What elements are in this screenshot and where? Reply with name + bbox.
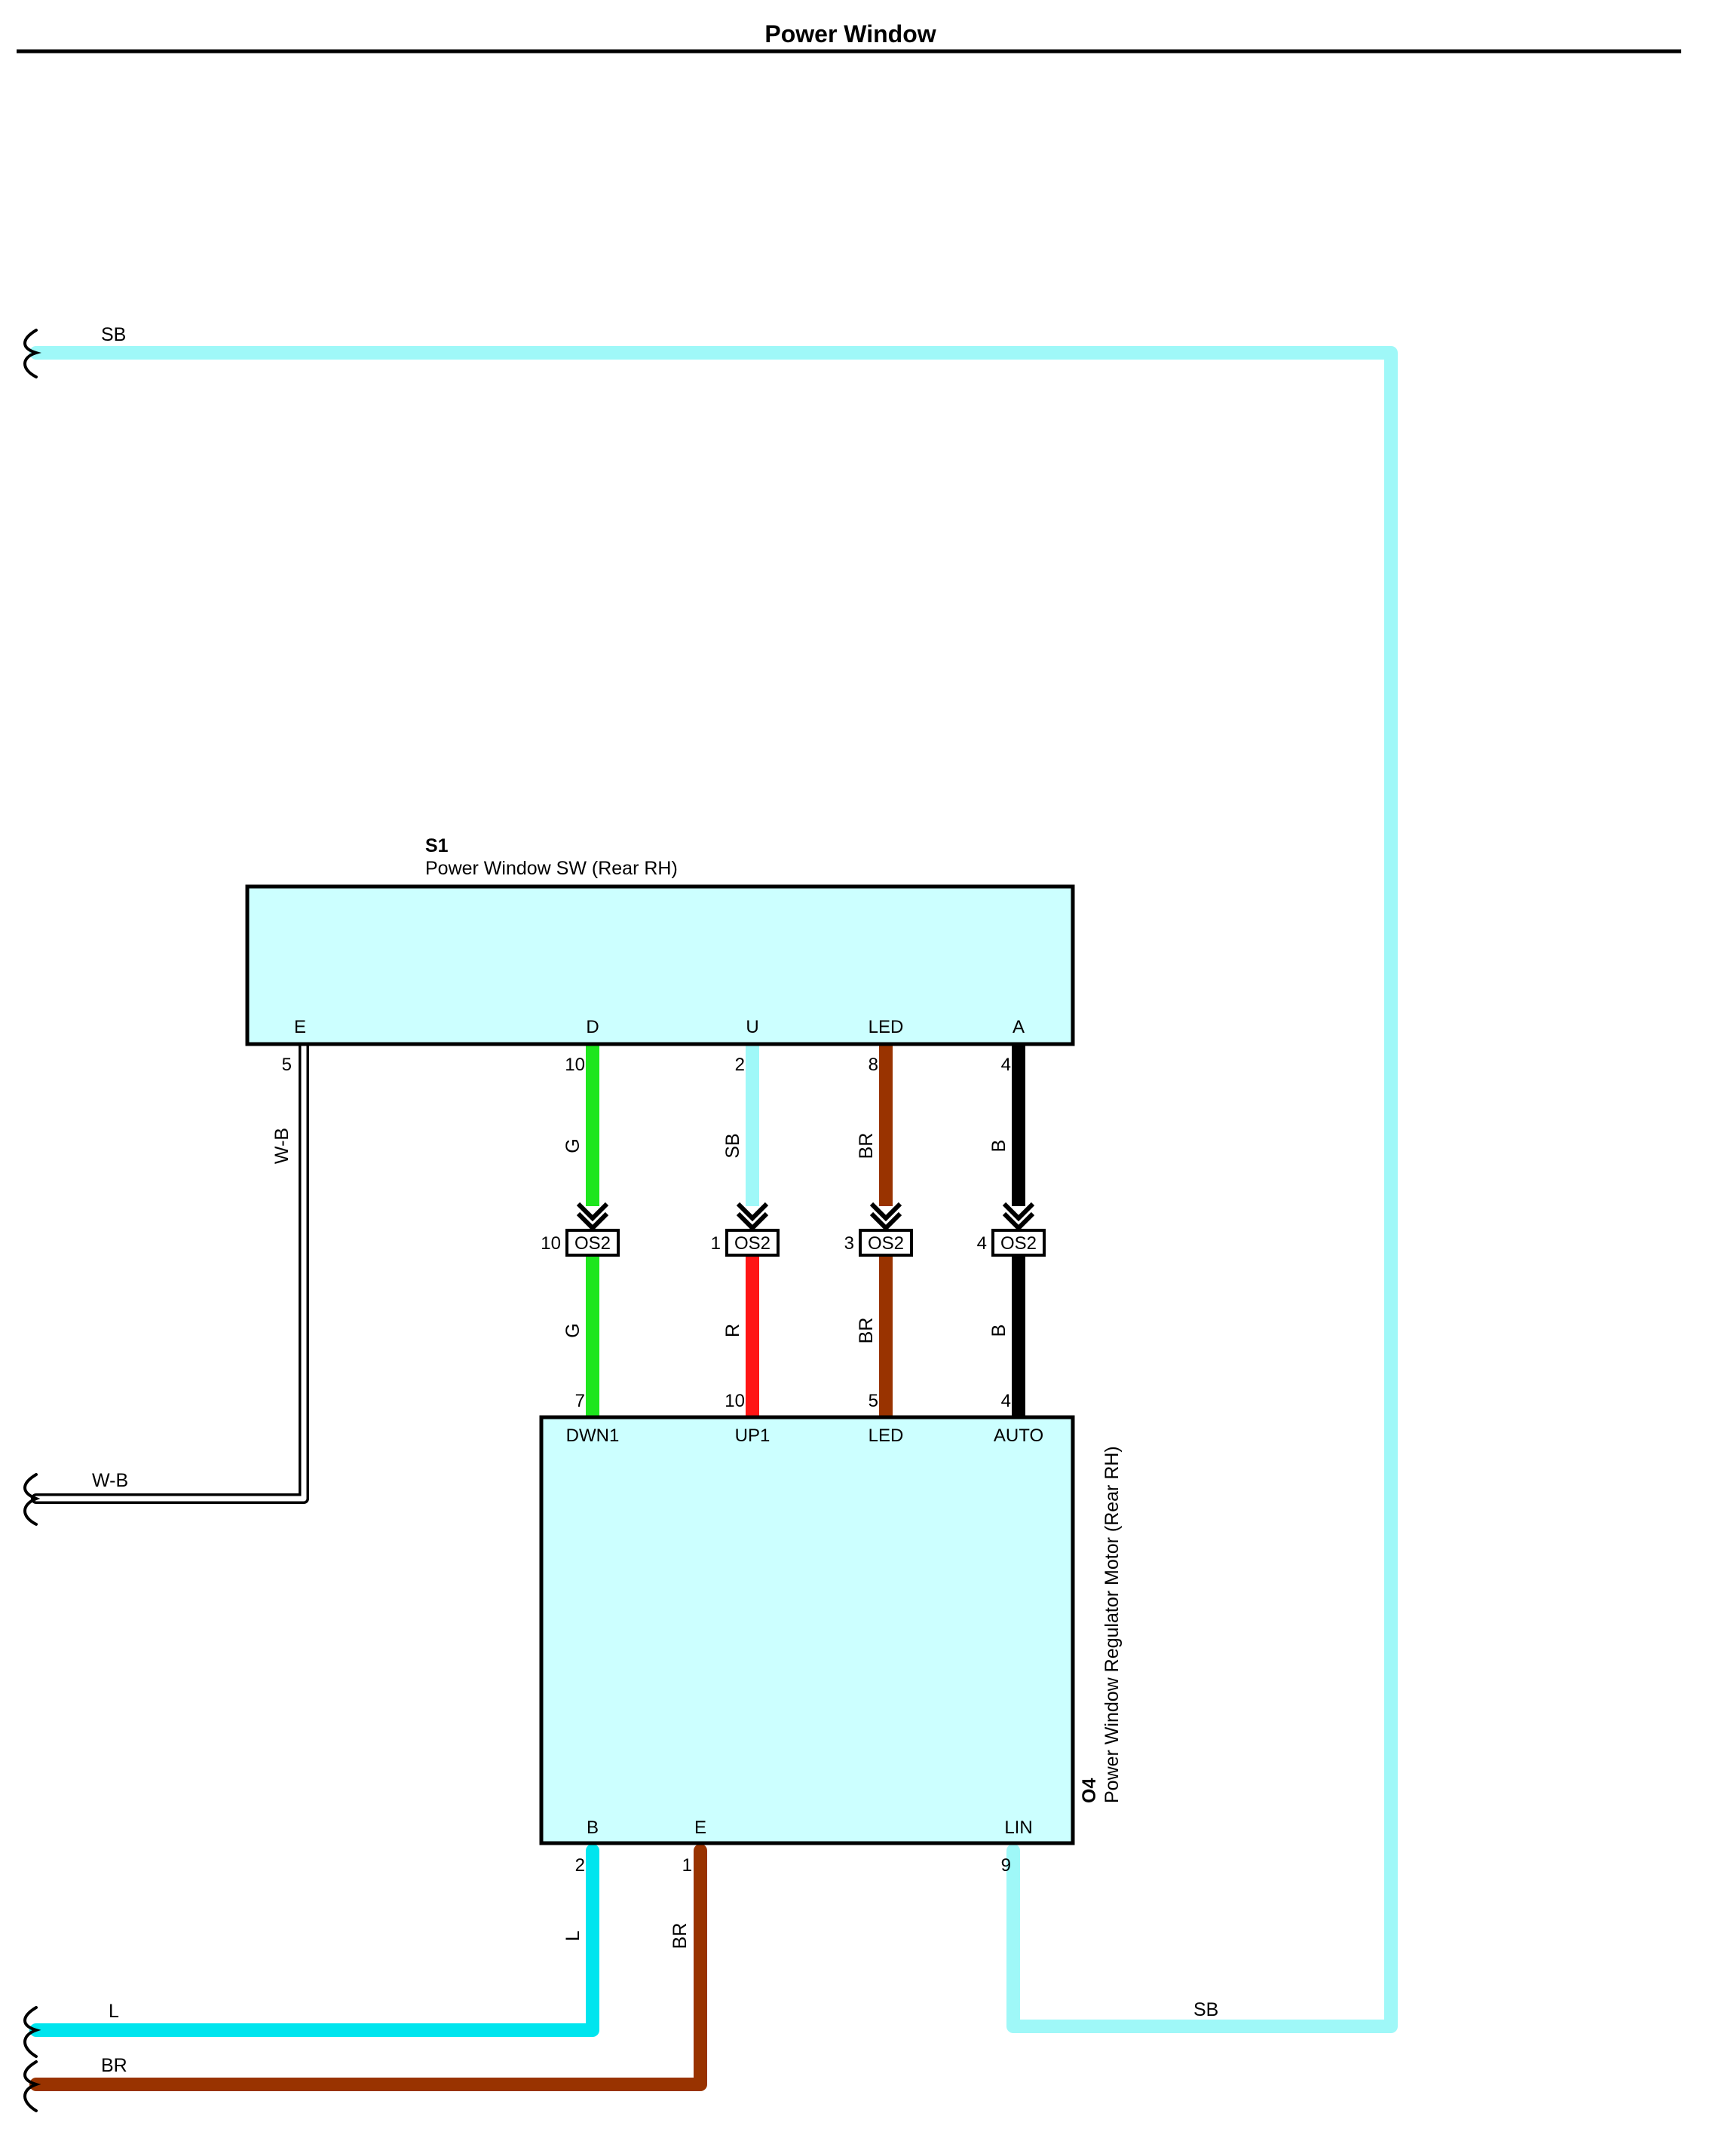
- wire-label-r-lower: R: [722, 1324, 743, 1337]
- component-o4: 7 10 5 4 DWN1 UP1 LED AUTO B E LIN 2 1 9…: [539, 1391, 1123, 1876]
- wire-label-sb-lin: SB: [1193, 1999, 1218, 2020]
- wire-label-l-vertical: L: [562, 1931, 584, 1941]
- o4-terminal-led: LED: [869, 1426, 904, 1446]
- os2-box-3: [859, 1229, 913, 1257]
- s1-terminal-e: E: [294, 1017, 306, 1037]
- os2-label-3: OS2: [868, 1233, 904, 1254]
- o4-pin-lin: 9: [1001, 1855, 1011, 1876]
- break-sb: [23, 329, 41, 378]
- os2-pin-3: 3: [844, 1233, 854, 1254]
- s1-terminal-led: LED: [869, 1017, 904, 1037]
- wire-label-wb-vertical: W-B: [271, 1128, 293, 1164]
- chevron-icons: [576, 1202, 1035, 1232]
- wire-label-b-upper: B: [988, 1140, 1009, 1153]
- o4-pin-e: 1: [682, 1855, 692, 1876]
- wire-label-g-upper: G: [562, 1138, 584, 1153]
- o4-pin-dwn1: 7: [575, 1391, 585, 1411]
- o4-box: [539, 1415, 1075, 1845]
- o4-terminal-b: B: [587, 1818, 599, 1838]
- s1-terminal-u: U: [746, 1017, 758, 1037]
- os2-label-4: OS2: [1000, 1233, 1037, 1254]
- s1-code: S1: [425, 835, 449, 856]
- wire-label-g-lower: G: [562, 1323, 584, 1337]
- s1-pin-d: 10: [565, 1055, 585, 1075]
- o4-terminal-up1: UP1: [735, 1426, 770, 1446]
- wire-break-symbols: [23, 329, 41, 2112]
- o4-terminal-auto: AUTO: [994, 1426, 1043, 1446]
- os2-label-1: OS2: [574, 1233, 611, 1254]
- o4-terminal-dwn1: DWN1: [566, 1426, 620, 1446]
- wire-label-sb-upper: SB: [722, 1133, 743, 1158]
- s1-pin-led: 8: [869, 1055, 878, 1075]
- wire-label-b-lower: B: [988, 1325, 1009, 1337]
- connectors-os2: OS2 OS2 OS2 OS2 10 1 3 4: [541, 1202, 1046, 1257]
- wire-labels: SB W-B L BR SB W-B G SB BR B G R BR B L …: [92, 324, 1218, 2076]
- wire-label-br-lower: BR: [856, 1318, 877, 1344]
- s1-pin-e: 5: [282, 1055, 292, 1075]
- os2-pin-2: 1: [711, 1233, 721, 1254]
- wire-label-sb-top: SB: [101, 324, 126, 345]
- os2-box-1: [565, 1229, 620, 1257]
- page-title: Power Window: [764, 20, 936, 47]
- wire-label-l: L: [109, 2001, 119, 2022]
- s1-pin-u: 2: [735, 1055, 745, 1075]
- os2-pin-1: 10: [541, 1233, 561, 1254]
- wire-label-br-upper: BR: [856, 1133, 877, 1159]
- os2-label-2: OS2: [734, 1233, 770, 1254]
- o4-name: Power Window Regulator Motor (Rear RH): [1101, 1446, 1123, 1803]
- break-l: [23, 2006, 41, 2058]
- wire-br-bottom: [29, 1844, 707, 2091]
- s1-name: Power Window SW (Rear RH): [425, 858, 678, 879]
- component-s1: S1 Power Window SW (Rear RH) E D U LED A…: [245, 835, 1075, 1075]
- wire-label-br-vertical: BR: [669, 1923, 691, 1949]
- s1-pin-a: 4: [1001, 1055, 1011, 1075]
- o4-pin-led: 5: [869, 1391, 878, 1411]
- os2-pin-4: 4: [977, 1233, 987, 1254]
- s1-terminal-d: D: [586, 1017, 599, 1037]
- break-br: [23, 2060, 41, 2112]
- os2-box-4: [991, 1229, 1046, 1257]
- o4-terminal-e: E: [694, 1818, 706, 1838]
- s1-box: [245, 884, 1075, 1046]
- os2-box-2: [725, 1229, 780, 1257]
- o4-pin-auto: 4: [1001, 1391, 1011, 1411]
- o4-pin-up1: 10: [725, 1391, 745, 1411]
- s1-terminal-a: A: [1013, 1017, 1025, 1037]
- wire-sb-top-loop: [29, 346, 1398, 2033]
- wire-wb-ground: [31, 1039, 309, 1504]
- wire-label-br-bottom: BR: [101, 2055, 127, 2076]
- wire-l-bottom: [29, 1844, 599, 2037]
- wire-label-wb-horizontal: W-B: [92, 1470, 128, 1491]
- o4-pin-b: 2: [575, 1855, 585, 1876]
- break-wb: [23, 1473, 41, 1526]
- o4-terminal-lin: LIN: [1004, 1818, 1032, 1838]
- o4-code: O4: [1079, 1778, 1100, 1803]
